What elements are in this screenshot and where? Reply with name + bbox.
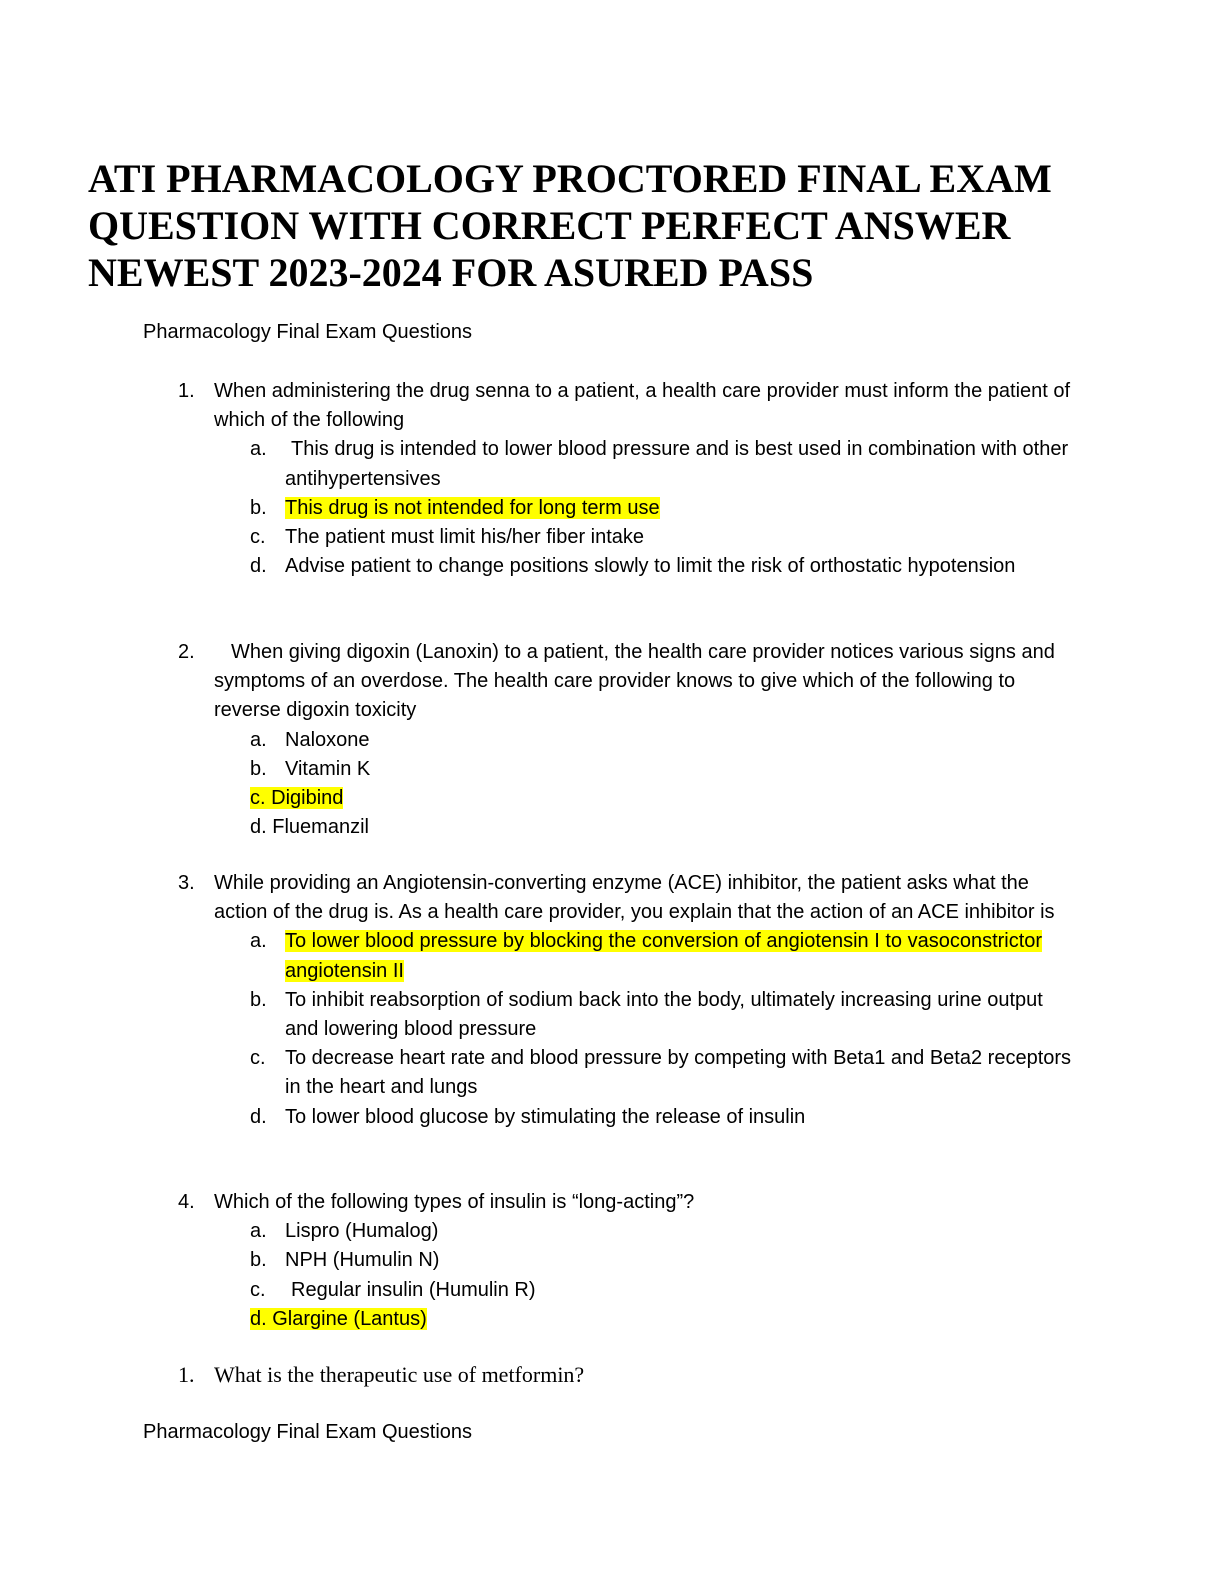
question-3: 3. While providing an Angiotensin-conver…: [178, 869, 1078, 1132]
answer-options: a. Naloxone b. Vitamin K c. Digibind d. …: [250, 726, 1078, 843]
option-letter: c.: [250, 526, 266, 549]
question-number: 1.: [178, 380, 195, 402]
option-text: Regular insulin (Humulin R): [291, 1278, 536, 1301]
option-text: The patient must limit his/her fiber int…: [285, 526, 645, 549]
question-text: Which of the following types of insulin …: [214, 1191, 695, 1213]
question-text: When giving digoxin (Lanoxin) to a patie…: [214, 641, 1055, 722]
answer-option: d. Advise patient to change positions sl…: [250, 552, 1078, 581]
title-line: NEWEST 2023-2024 FOR ASURED PASS: [88, 250, 814, 295]
answer-option: b. Vitamin K: [250, 755, 1078, 784]
answer-option: a. Lispro (Humalog): [250, 1217, 1078, 1246]
option-letter: d.: [250, 816, 267, 839]
option-text: To decrease heart rate and blood pressur…: [285, 1047, 1072, 1099]
option-letter: c.: [250, 1278, 266, 1301]
option-text: Naloxone: [285, 728, 370, 751]
answer-option: b. NPH (Humulin N): [250, 1246, 1078, 1275]
answer-option: a. Naloxone: [250, 726, 1078, 755]
question-number: 3.: [178, 872, 195, 894]
answer-option: d. To lower blood glucose by stimulating…: [250, 1103, 1078, 1132]
answer-option: a. This drug is intended to lower blood …: [250, 435, 1078, 493]
answer-options: a. This drug is intended to lower blood …: [250, 435, 1078, 581]
option-text-highlighted: To lower blood pressure by blocking the …: [285, 930, 1043, 982]
option-letter: d.: [250, 555, 267, 578]
option-text-highlighted: Digibind: [271, 787, 344, 810]
answer-options: a. To lower blood pressure by blocking t…: [250, 927, 1078, 1131]
option-text: This drug is intended to lower blood pre…: [285, 438, 1069, 490]
question-stem: 3. While providing an Angiotensin-conver…: [178, 869, 1078, 927]
title-line: ATI PHARMACOLOGY PROCTORED FINAL EXAM: [88, 156, 1052, 201]
answer-option-correct: d. Glargine (Lantus): [250, 1305, 1078, 1334]
option-letter: d.: [250, 1105, 267, 1128]
question-stem: 4. Which of the following types of insul…: [178, 1188, 1078, 1217]
option-text: NPH (Humulin N): [285, 1249, 440, 1272]
question-text: While providing an Angiotensin-convertin…: [214, 872, 1055, 924]
answer-option: d. Fluemanzil: [250, 813, 1078, 842]
option-text-highlighted: Glargine (Lantus): [272, 1307, 427, 1330]
document-title: ATI PHARMACOLOGY PROCTORED FINAL EXAM QU…: [88, 155, 1148, 296]
answer-option-correct: b. This drug is not intended for long te…: [250, 494, 1078, 523]
option-text: To inhibit reabsorption of sodium back i…: [285, 988, 1043, 1041]
option-text-highlighted: This drug is not intended for long term …: [285, 496, 660, 519]
option-letter: a.: [250, 930, 267, 953]
answer-option: b. To inhibit reabsorption of sodium bac…: [250, 986, 1078, 1044]
option-letter: b.: [250, 496, 267, 519]
option-letter: a.: [250, 1220, 267, 1243]
option-letter: d.: [250, 1307, 267, 1330]
option-text: Advise patient to change positions slowl…: [285, 555, 1016, 578]
option-text: Vitamin K: [285, 757, 371, 780]
question-stem: 1. When administering the drug senna to …: [178, 377, 1078, 435]
option-letter: b.: [250, 757, 267, 780]
question-number: 2.: [178, 641, 195, 663]
answer-option: c. To decrease heart rate and blood pres…: [250, 1044, 1078, 1102]
answer-option-correct: a. To lower blood pressure by blocking t…: [250, 927, 1078, 985]
option-letter: c.: [250, 787, 266, 810]
answer-options: a. Lispro (Humalog) b. NPH (Humulin N) c…: [250, 1217, 1078, 1334]
answer-option: c. The patient must limit his/her fiber …: [250, 523, 1078, 552]
question-number: 1.: [178, 1362, 195, 1387]
option-text: To lower blood glucose by stimulating th…: [285, 1105, 806, 1128]
option-letter: c.: [250, 1047, 266, 1070]
question-1: 1. When administering the drug senna to …: [178, 377, 1078, 581]
answer-option-correct: c. Digibind: [250, 784, 1078, 813]
question-text: What is the therapeutic use of metformin…: [214, 1362, 585, 1387]
option-letter: b.: [250, 988, 267, 1011]
question-2: 2. When giving digoxin (Lanoxin) to a pa…: [178, 638, 1078, 842]
option-letter: b.: [250, 1249, 267, 1272]
question-stem: 2. When giving digoxin (Lanoxin) to a pa…: [178, 638, 1078, 726]
question-number: 4.: [178, 1191, 195, 1213]
question-5: 1. What is the therapeutic use of metform…: [178, 1360, 584, 1390]
running-footer: Pharmacology Final Exam Questions: [143, 1421, 473, 1443]
option-letter: a.: [250, 728, 267, 751]
option-text: Fluemanzil: [272, 816, 369, 839]
question-text: When administering the drug senna to a p…: [214, 380, 1071, 432]
option-letter: a.: [250, 438, 267, 461]
option-text: Lispro (Humalog): [285, 1220, 439, 1243]
question-4: 4. Which of the following types of insul…: [178, 1188, 1078, 1334]
title-line: QUESTION WITH CORRECT PERFECT ANSWER: [88, 203, 1011, 248]
answer-option: c. Regular insulin (Humulin R): [250, 1276, 1078, 1305]
running-header: Pharmacology Final Exam Questions: [143, 321, 473, 343]
